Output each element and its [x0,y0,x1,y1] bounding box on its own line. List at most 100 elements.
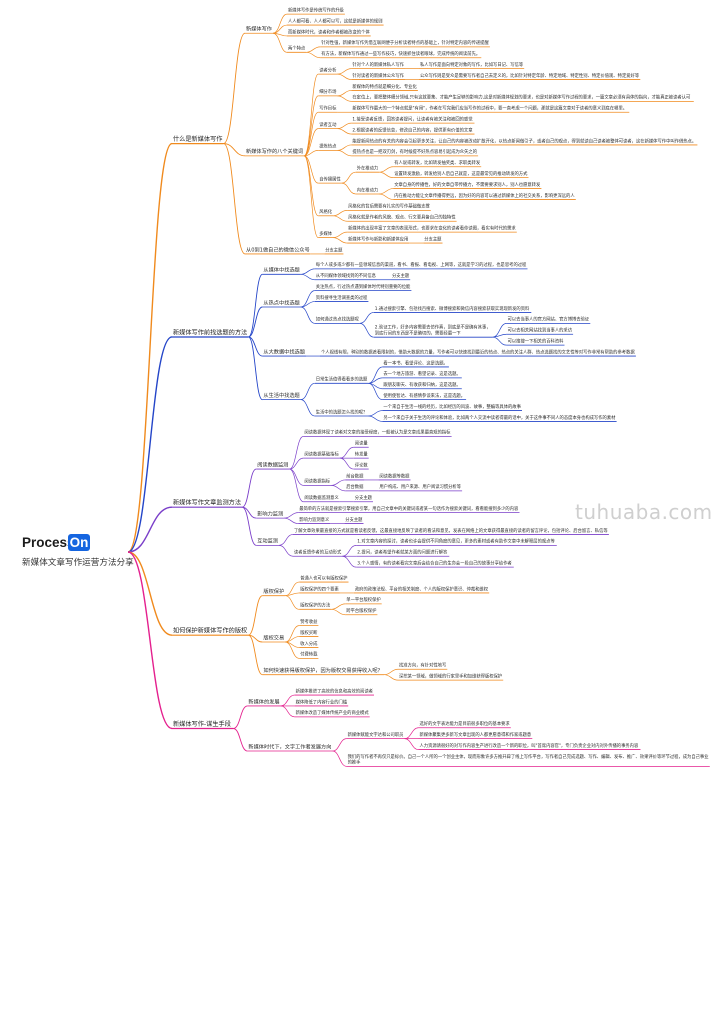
topic-node[interactable]: 另一个来自于关于生活的评论和体验，比如两个人交流中读者得最的话中，关于这件事不同… [383,414,616,421]
topic-node[interactable]: 单一平台版权保护 [346,596,380,603]
topic-node[interactable]: 版权保护的方法 [300,602,331,609]
topic-node[interactable]: 写作目标 [319,105,337,112]
topic-node[interactable]: 阅读量 [355,440,369,447]
topic-node[interactable]: 从大数据中找选题 [263,347,305,355]
topic-node[interactable]: 从生活中找选题 [263,391,299,399]
topic-node[interactable]: 每个人或多或少都有一些领域信息的渠道，看书、看报、看电视、上网等，这就是学习的过… [316,261,527,268]
topic-node[interactable]: 分支主题 [392,272,410,279]
topic-node[interactable]: 看一本书、看望评论、这是选题。 [383,359,447,366]
topic-node[interactable]: 版权交易 [263,633,284,641]
topic-node[interactable]: 选好的文字表达能力是目前很多职位的基本要求 [419,720,510,727]
topic-node[interactable]: 1.通过搜索引擎、包括找百搜索、微博搜索和微信内容搜索获取实现现新发的资料 [375,305,530,312]
topic-node[interactable]: 新媒体时代下，文字工作者发展方向 [248,742,331,750]
topic-node[interactable]: 版权买断 [300,629,318,636]
topic-node[interactable]: 可以搜搜一下相关的百科资料 [508,337,565,344]
topic-node[interactable]: 关注热点，行过热点遇到媒体时代特别重要的位能 [316,283,411,290]
topic-node[interactable]: 人人都可看、人人都可以写，这就是新媒体的规则 [288,17,383,24]
branch-topic[interactable]: 新媒体写作文章监测方法 [173,499,241,507]
topic-node[interactable]: 影响力监测 [257,509,283,517]
topic-node[interactable]: 跨平台版权保护 [346,607,376,614]
topic-node[interactable]: 2.验证工作，好多内容需要去仿作真，到底是不是确有其事，到底行间的东西是不是确切… [375,324,491,337]
topic-node[interactable]: 新媒体的出现丰富了文章的表现形式，也要求在变化的读者看你读图，看实有时代的需求 [348,224,516,231]
topic-node[interactable]: 新媒体的特点就是细分化、专业化 [352,83,417,90]
topic-node[interactable]: 新媒体改造了媒体传统产业的商业模式 [296,709,370,716]
topic-node[interactable]: 风格化就是作者的风貌、观点、行文要具备自己的独特性 [348,214,456,221]
topic-node[interactable]: 评论数 [355,461,369,468]
topic-node[interactable]: 用户构成、用户来源、用户阅读习惯分析等 [379,483,461,490]
topic-node[interactable]: 私人写作是面向特定对象的写作，比如写日记、写信等 [420,61,524,68]
topic-node[interactable]: 阅读数据体现了读者对文章的接受程度，一般被认为是文章成果最直观的指标 [304,429,451,436]
topic-node[interactable]: 分支主题 [345,516,363,523]
topic-node[interactable]: 跟朋友聊天、有收获和归纳，这是选题。 [383,381,460,388]
branch-topic[interactable]: 新媒体写作前找选题的方法 [173,328,247,336]
topic-node[interactable]: 在定位上，要把整体细分领域,只有这就要集、才能产生足够的影响力,这是对新媒体规划… [352,94,691,101]
topic-node[interactable]: 有人说或转发，比如转发抽奖类、求职类转发 [394,159,481,166]
topic-node[interactable]: 新媒体赋能文字达和公司职员 [348,731,405,738]
topic-node[interactable]: 阅读数据监测意义 [304,494,339,501]
topic-node[interactable]: 1.对文章内容的探讨，读者也许会提供不同角度的意见，更多的素材或者有助作文章中未… [357,538,555,545]
topic-node[interactable]: 资料搜寻生活调查类的过程 [316,294,368,301]
topic-node[interactable]: 2.提问，读者希望作者就某方面的问题进行解答 [357,549,448,556]
topic-node[interactable]: 分支主题 [325,246,343,253]
topic-node[interactable]: 从0到1做自己的微信公众号 [246,245,310,253]
topic-node[interactable]: 两个特点 [288,45,306,52]
topic-node[interactable]: 能提新闻热点的有关的内容会引起更多关注，让自己的内容被改动扩散开化，以热点新闻做… [352,137,696,144]
topic-node[interactable]: 新媒体写作是传统写作的升级 [288,6,345,13]
branch-topic[interactable]: 如何保护新媒体写作的版权 [173,626,247,634]
topic-node[interactable]: 普通人也可以有版权保护 [300,574,347,581]
topic-node[interactable]: 如何通过热点找选题呢 [316,316,360,323]
topic-node[interactable]: 新媒体写作最大的一个特点就是"有用"，作者在写完我们应当写作的过程中，要一直考虑… [352,105,627,112]
branch-topic[interactable]: 什么是新媒体写作 [173,135,223,143]
topic-node[interactable]: 去一个地方旅游、看望记录、这是选题。 [383,370,460,377]
topic-node[interactable]: 互动监测 [257,537,278,545]
topic-node[interactable]: 个人视线有限，种别的数据遮看限制的，借助大数据的力量，写作者可以快速找到最近的热… [321,348,635,355]
topic-node[interactable]: 生活中的选题怎么找的呢？ [316,408,368,415]
topic-node[interactable]: 针对个人的新媒体私人写作 [352,61,404,68]
topic-node[interactable]: 公众写作则是受众是需要写作者自己去定义的，比如针对特定年龄、特定地域、特定性别、… [420,72,640,79]
topic-node[interactable]: 我们的写作者不再仅只是标价。自己一个人所的一个创业主体，现而形象许多方推开辟了线… [348,753,710,766]
topic-node[interactable]: 使用使智达、有感情参谈来法，这是选题。 [383,392,465,399]
topic-node[interactable]: 分支主题 [424,235,442,242]
topic-node[interactable]: 版权保护 [263,587,284,595]
topic-node[interactable]: 1.接受读者反馈，回答读者提问，让读者有被关注和被回的感觉 [352,115,473,122]
topic-node[interactable]: 内在推动力 [357,186,378,193]
topic-node[interactable]: 多媒体 [319,230,333,237]
topic-node[interactable]: 找准方向，有针对性地写 [399,662,446,669]
topic-node[interactable]: 新媒体聚集更多新写文章出现的人都更愿意得和作家或题意 [419,731,531,738]
topic-node[interactable]: 读者反馈作者的互动形式 [294,549,342,556]
topic-node[interactable]: 影响力监测意义 [299,516,330,523]
topic-node[interactable]: 版权保护的四个要素 [300,585,339,592]
topic-node[interactable]: 文章自身的传播性，好的文章自带传播力，不需要要求别人，别人也愿意转发 [394,181,541,188]
topic-node[interactable]: 可以去相关网站找到当事人的采访 [508,327,573,334]
topic-node[interactable]: 新媒体写作与新影和新媒体应用 [348,235,408,242]
topic-node[interactable]: 2.根据读者的反馈信息，修改自己的内容，提供更有价值的文章 [352,126,473,133]
topic-node[interactable]: 媒体降低了内容行业的门槛 [296,698,348,705]
topic-node[interactable]: 阅读数据基础指标 [304,450,339,457]
topic-node[interactable]: 提热点也是一把双刃剑，有时候提不好热点容易引起成为众矢之的 [352,148,477,155]
topic-node[interactable]: 风格化 [319,208,333,215]
topic-node[interactable]: 日常生活值得看看多的选题 [316,376,368,383]
topic-node[interactable]: 提炼热点 [319,143,337,150]
topic-node[interactable]: 针对性强，新媒体写作凭借互联网便于分析读者特点的基础上，针对特定内容的传递提醒 [321,39,489,46]
topic-node[interactable]: 读者互动 [319,121,337,128]
topic-node[interactable]: 针对读者的新媒体公众写作 [352,72,404,79]
topic-node[interactable]: 新媒体推进了高效的信息和高效的阅读者 [296,687,374,694]
topic-node[interactable]: 从不同媒体领域找到的不同信息 [316,272,377,279]
topic-node[interactable]: 新媒体写作的八个关键词 [246,147,303,155]
topic-node[interactable]: 转发量 [355,450,369,457]
root-node[interactable]: Process On 新媒体文章写作运营方法分享 [22,534,134,574]
topic-node[interactable]: 内在推动力能让文章传播得更远，因为好的内容可以通过新媒体上的社交关系，影响更深远… [394,192,575,199]
topic-node[interactable]: 最简单的方法就是搜索引擎搜索引擎，用自己文章中的关键词或者某一句话作为搜索关键词… [299,505,519,512]
topic-node[interactable]: 分支主题 [355,494,373,501]
topic-node[interactable]: 后台数据 [346,483,364,490]
topic-node[interactable]: 阅读数据监测 [257,460,288,468]
topic-node[interactable]: 从媒体中找选题 [263,266,299,274]
topic-node[interactable]: 有方法，新媒体写作通过一些写作技巧，快速抓住读者眼球，完成传统的阅读前先。 [321,50,480,57]
topic-node[interactable]: 风格化的背后需要有扎实的写作基础做支撑 [348,203,430,210]
topic-node[interactable]: 了解文章效果最直接的方式就是看读者反馈，这最直接地反映了读者的看法和意见，发表在… [294,527,608,534]
topic-node[interactable]: 前台数据 [346,472,364,479]
topic-node[interactable]: 新媒体写作 [246,25,272,33]
topic-node[interactable]: 阅读数据等数据 [379,472,410,479]
topic-node[interactable]: 外在推动力 [357,165,378,172]
topic-node[interactable]: 3.个人感情，有的读者看完文章后会结合自己的生命会一段自己的故事分享给作者 [357,559,512,566]
